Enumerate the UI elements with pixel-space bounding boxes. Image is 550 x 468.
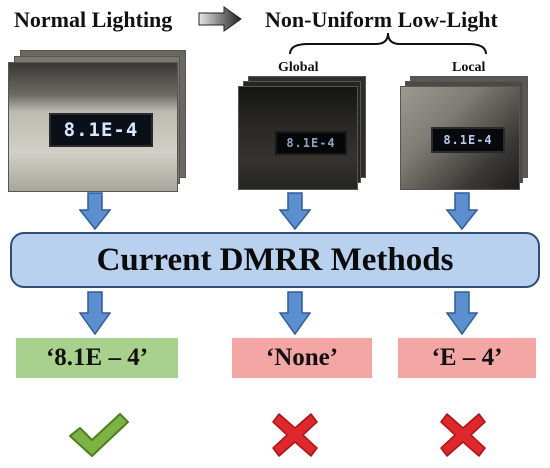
down-arrow-icon — [279, 192, 311, 230]
down-arrow-icon — [79, 192, 111, 230]
non-uniform-low-light-label: Non-Uniform Low-Light — [265, 7, 498, 32]
down-arrow-icon — [446, 291, 478, 335]
cross-icon — [440, 413, 486, 457]
normal-lighting-label: Normal Lighting — [14, 7, 173, 32]
right-arrow-icon — [198, 6, 242, 32]
cross-icon — [272, 413, 318, 457]
local-image-stack: 8.1E-4 — [400, 76, 528, 190]
global-label: Global — [278, 60, 319, 75]
check-icon — [69, 413, 129, 457]
normal-photo: 8.1E-4 — [8, 62, 178, 192]
local-label: Local — [452, 60, 486, 75]
down-arrow-icon — [279, 291, 311, 335]
local-photo: 8.1E-4 — [400, 86, 520, 190]
result-local: ‘E – 4’ — [398, 338, 536, 378]
down-arrow-icon — [446, 192, 478, 230]
current-dmrr-methods-box: Current DMRR Methods — [10, 232, 540, 288]
global-photo: 8.1E-4 — [238, 86, 358, 190]
global-image-stack: 8.1E-4 — [238, 76, 366, 190]
local-display: 8.1E-4 — [431, 127, 505, 153]
result-global: ‘None’ — [232, 338, 372, 378]
normal-image-stack: 8.1E-4 — [8, 50, 188, 192]
methods-label: Current DMRR Methods — [96, 241, 454, 278]
normal-display: 8.1E-4 — [49, 113, 153, 147]
result-normal: ‘8.1E – 4’ — [16, 338, 178, 378]
global-display: 8.1E-4 — [275, 131, 347, 155]
down-arrow-icon — [79, 291, 111, 335]
curly-brace-icon — [289, 32, 487, 55]
